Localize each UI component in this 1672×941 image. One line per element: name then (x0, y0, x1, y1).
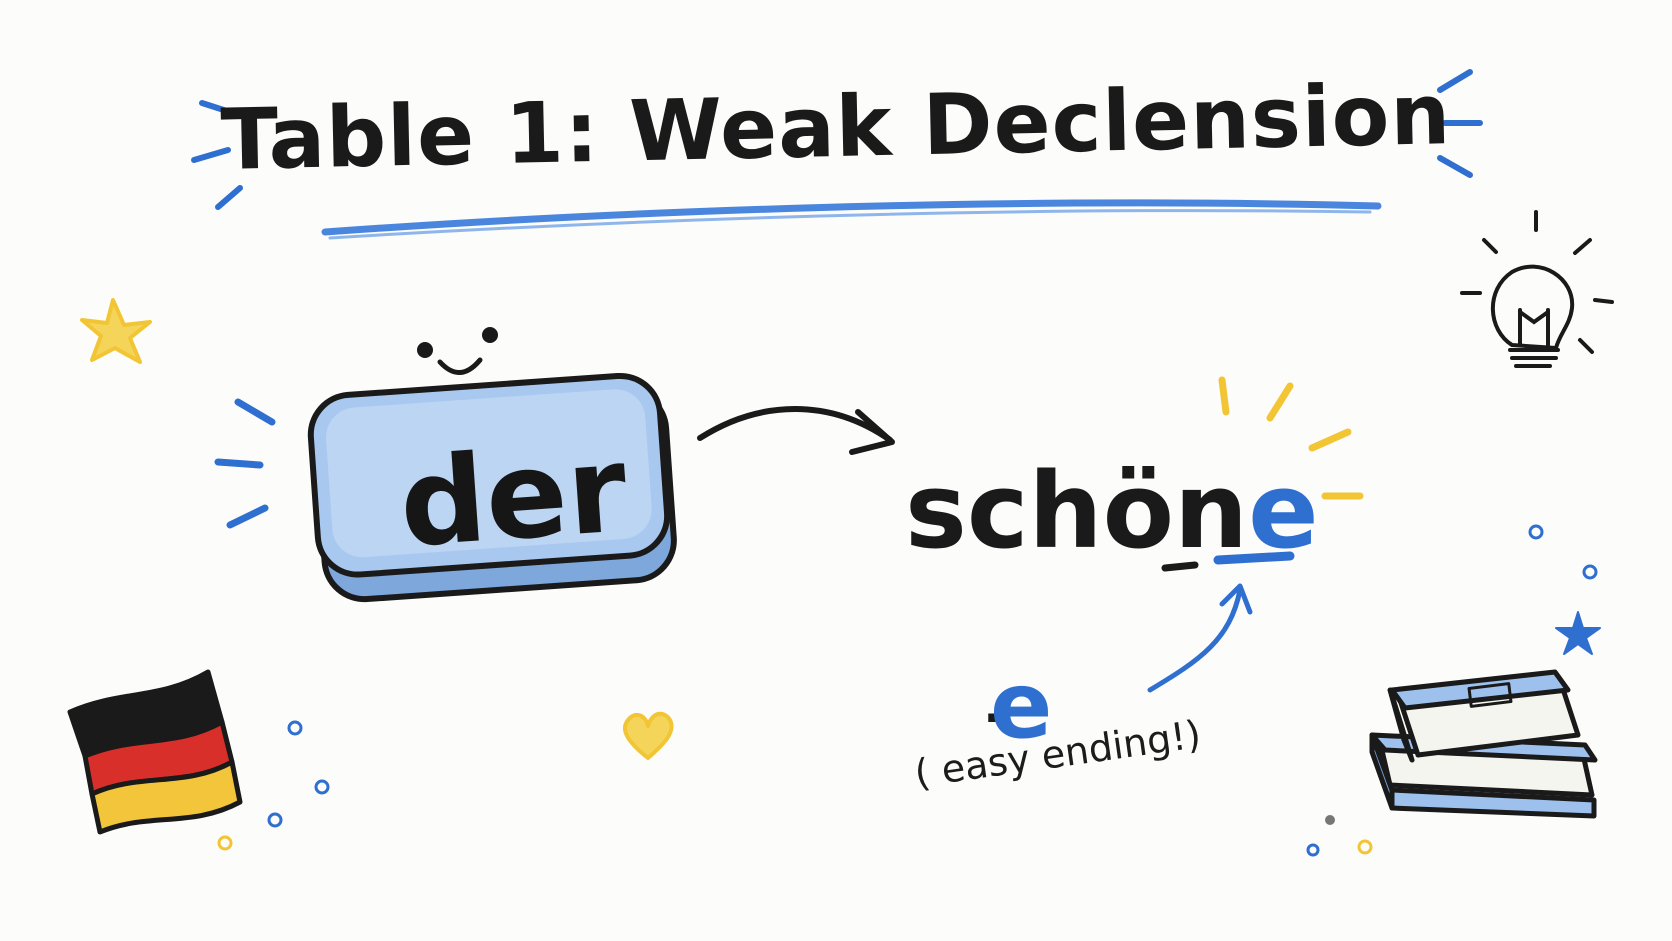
decorative-dots (217, 524, 1598, 857)
adjective-stem: schön (905, 450, 1249, 572)
pointer-arrow-icon (1147, 587, 1243, 693)
emphasis-lines-button (214, 398, 276, 529)
emphasis-lines-title-left (191, 100, 243, 210)
article-box (307, 372, 677, 603)
ending-letter: e (990, 652, 1053, 759)
arrow-icon (697, 406, 893, 443)
article-label: der (395, 420, 632, 575)
adjective-ending: e (1248, 450, 1319, 572)
title-underline (321, 199, 1382, 236)
burst-lines (1218, 376, 1364, 500)
emphasis-lines-title-right (1437, 69, 1483, 178)
heart-icon (622, 711, 674, 760)
german-flag-icon (67, 669, 243, 835)
adjective-word: schöne (905, 450, 1319, 572)
small-star-icon (1555, 611, 1601, 655)
star-icon (80, 298, 152, 364)
books-icon (1369, 669, 1598, 819)
lightbulb-icon (1460, 210, 1614, 368)
smiley-icon (417, 327, 498, 375)
ending-dash: - (985, 680, 1010, 750)
